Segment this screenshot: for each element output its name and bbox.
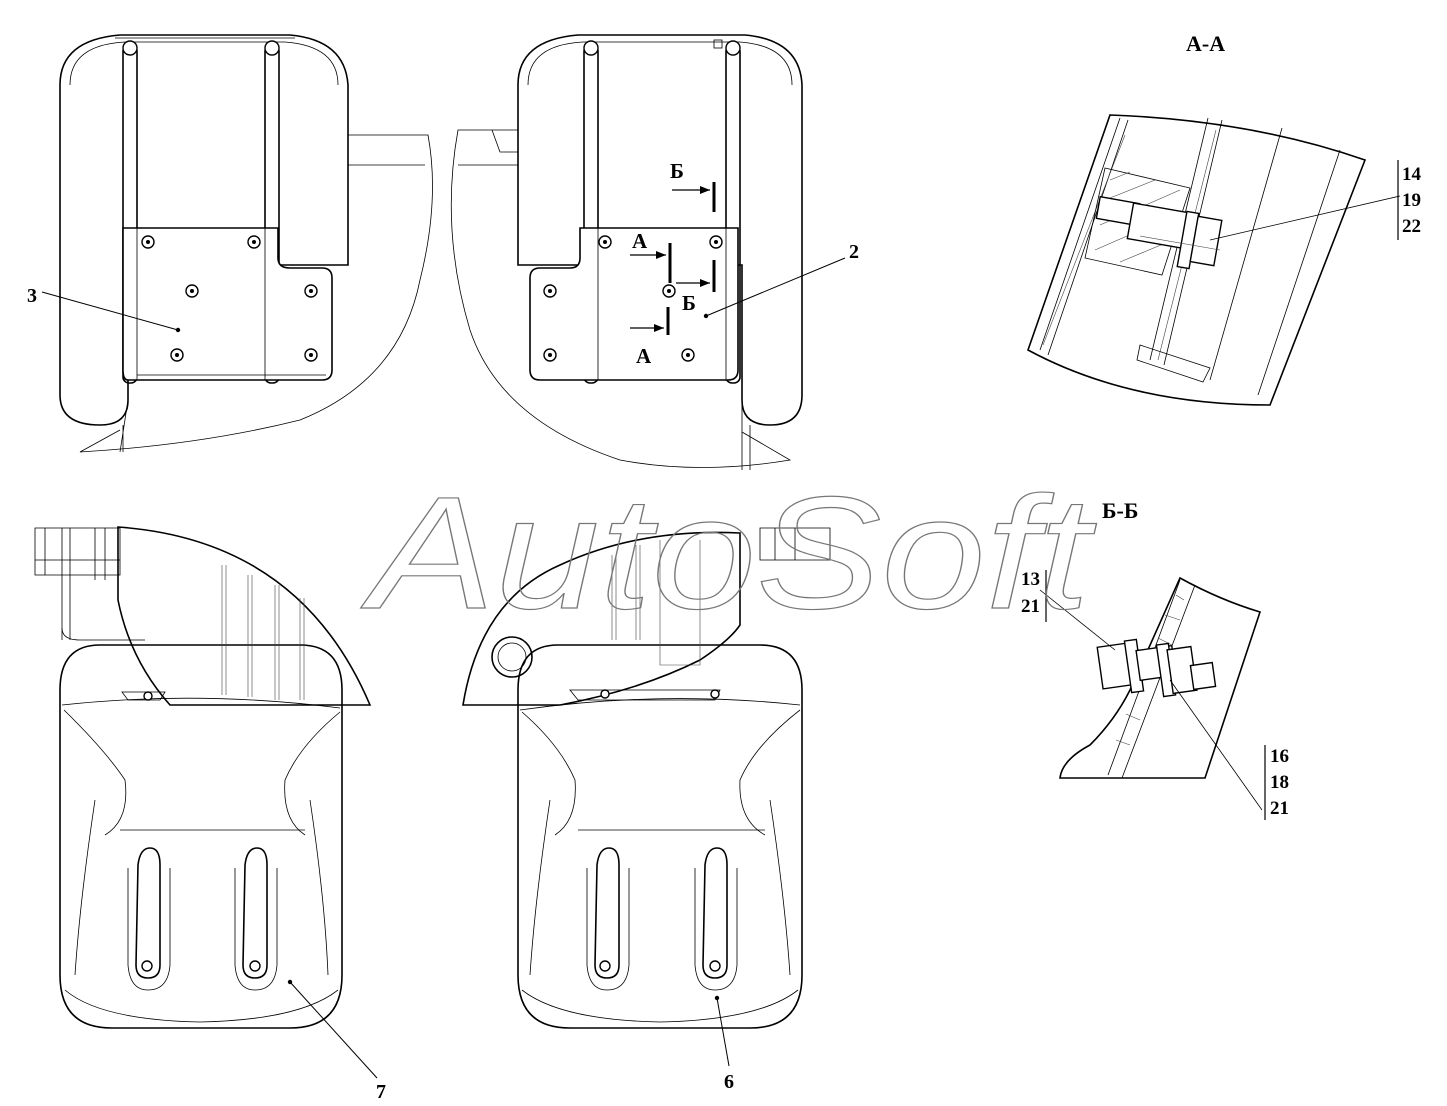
view-left-rear-bracket [59, 34, 433, 453]
section-view-bb: Б-Б 13 21 16 18 21 [1021, 498, 1289, 820]
parts-list-aa: 14 19 22 [1402, 164, 1422, 237]
cut-label-b-top: Б [670, 159, 684, 183]
section-title-bb: Б-Б [1102, 498, 1138, 523]
watermark-autosoft: AutoSoft [361, 463, 1097, 642]
callout-3: 3 [27, 285, 37, 307]
view-left-mudguard [34, 526, 372, 1029]
bolt-group-right [543, 235, 723, 362]
section-title-aa: А-А [1186, 31, 1225, 56]
part-14: 14 [1402, 164, 1422, 185]
part-21-right: 21 [1270, 798, 1289, 819]
callout-7: 7 [376, 1081, 386, 1103]
part-13: 13 [1021, 569, 1040, 590]
view-right-rear-bracket: Б А Б А [450, 34, 803, 470]
parts-list-bb-left: 13 21 [1021, 569, 1040, 617]
view-right-mudguard [462, 527, 831, 1029]
part-21-left: 21 [1021, 596, 1040, 617]
section-view-aa: А-А 14 19 22 [1027, 31, 1422, 406]
parts-list-bb-right: 16 18 21 [1270, 746, 1289, 819]
cut-label-a-top: А [632, 229, 648, 253]
bolt-group-left [141, 235, 318, 362]
cut-label-b-mid: Б [682, 291, 696, 315]
part-16: 16 [1270, 746, 1289, 767]
section-cut-marks: Б А Б А [630, 159, 716, 368]
part-19: 19 [1402, 190, 1421, 211]
cut-label-a-bottom: А [636, 344, 652, 368]
callouts: 3 2 7 6 [27, 241, 859, 1103]
part-22: 22 [1402, 216, 1421, 237]
callout-2: 2 [849, 241, 859, 263]
part-18: 18 [1270, 772, 1289, 793]
callout-6: 6 [724, 1071, 734, 1093]
